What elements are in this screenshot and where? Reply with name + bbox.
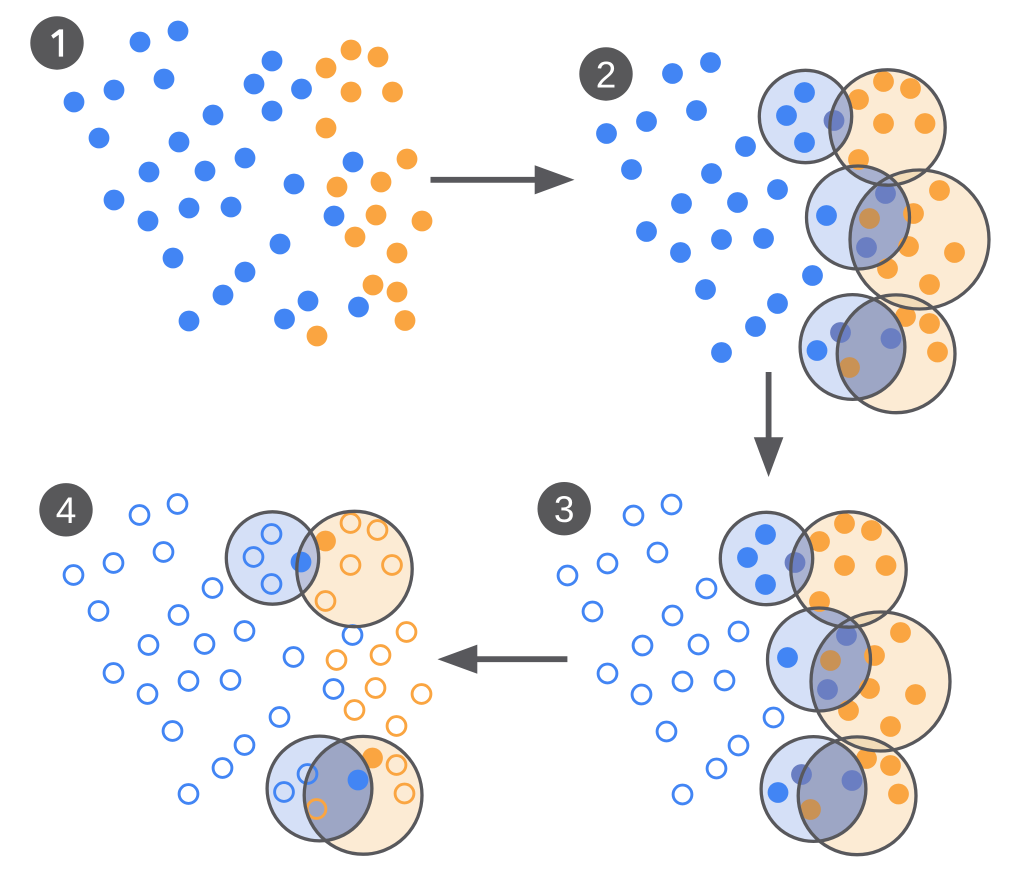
svg-text:3: 3 — [554, 489, 575, 530]
svg-text:4: 4 — [56, 490, 77, 531]
svg-text:2: 2 — [596, 54, 617, 95]
